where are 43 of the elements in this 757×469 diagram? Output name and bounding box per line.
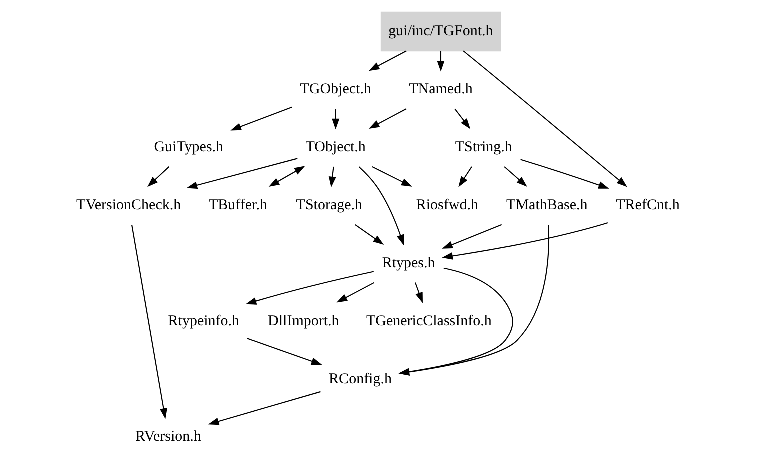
node-text: TGObject.h	[300, 82, 372, 98]
arrow	[368, 108, 407, 129]
node-text: TVersionCheck.h	[76, 198, 182, 214]
arrow	[328, 166, 336, 188]
arrow	[186, 158, 298, 190]
arrow	[246, 271, 374, 305]
arrow	[520, 159, 610, 189]
arrow	[414, 282, 423, 304]
node-text: TRefCnt.h	[616, 198, 680, 214]
arrow	[148, 166, 170, 188]
node-text: Riosfwd.h	[416, 198, 478, 214]
node-text: TBuffer.h	[209, 198, 268, 214]
node-text: RConfig.h	[329, 371, 392, 388]
arrow	[368, 50, 407, 72]
node-text: Rtypes.h	[382, 255, 436, 272]
arrow	[208, 391, 321, 426]
node-text: TStorage.h	[296, 198, 363, 214]
arrow	[230, 106, 292, 131]
node-text: TString.h	[455, 140, 512, 156]
arrow	[458, 166, 472, 188]
node-text: TMathBase.h	[506, 198, 588, 214]
arrow	[454, 108, 471, 130]
arrow	[131, 224, 168, 420]
node-text: RVersion.h	[136, 429, 202, 446]
node-text: DllImport.h	[268, 313, 340, 330]
arrow	[504, 166, 528, 188]
arrow	[372, 166, 412, 187]
arrow	[336, 282, 375, 303]
arrow	[463, 50, 628, 188]
arrow	[442, 222, 608, 260]
node-text: GuiTypes.h	[154, 140, 224, 156]
node-text: Rtypeinfo.h	[168, 313, 240, 330]
arrow	[268, 166, 306, 187]
node-text: TNamed.h	[409, 82, 473, 98]
node-text: TObject.h	[306, 140, 366, 156]
arrow	[332, 109, 340, 130]
arrow	[355, 224, 384, 246]
node-box: gui/inc/TGFont.h	[380, 12, 502, 52]
arrow	[358, 166, 404, 246]
arrow	[442, 224, 502, 249]
arrow	[247, 338, 322, 366]
node-text: TGenericClassInfo.h	[366, 313, 492, 330]
arrow	[437, 51, 445, 72]
